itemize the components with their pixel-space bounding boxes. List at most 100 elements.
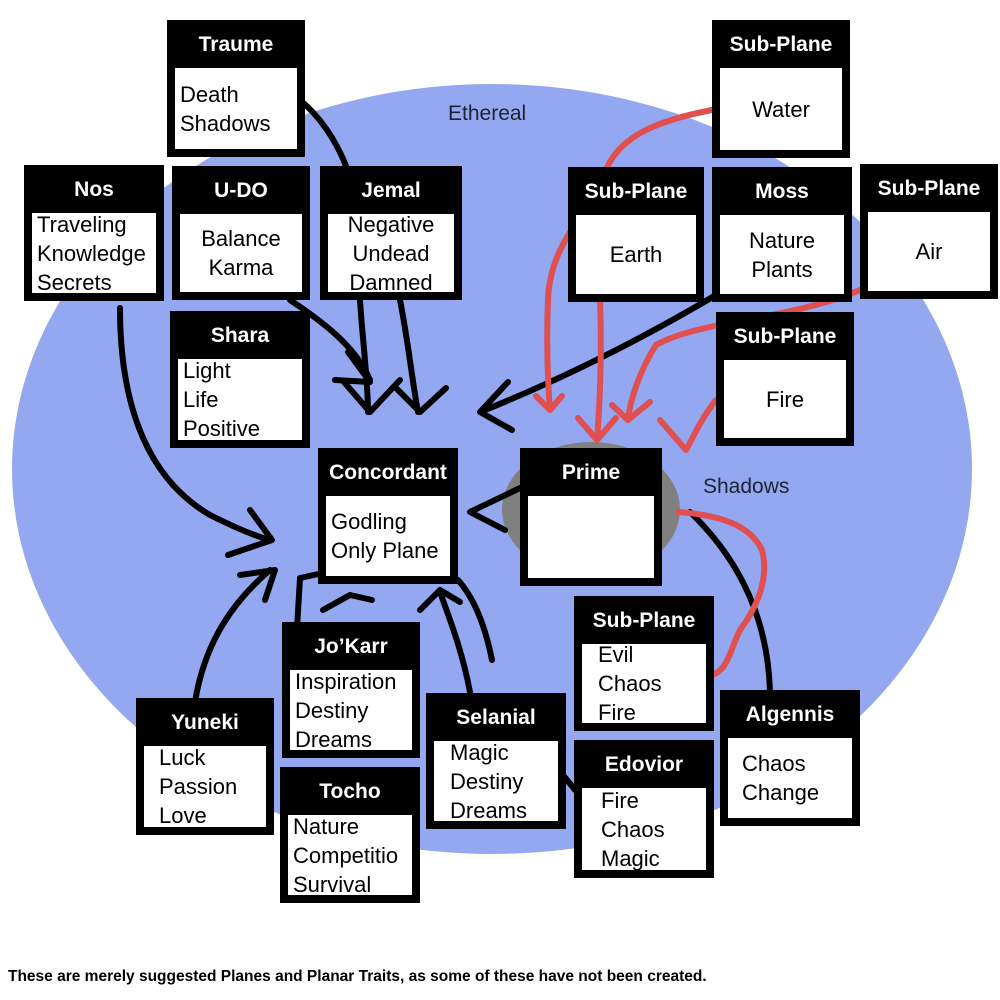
plane-shara-traits: Light Life Positive <box>178 359 302 440</box>
plane-sub-evil-traits: Evil Chaos Fire <box>582 644 706 723</box>
plane-concordant-title: Concordant <box>329 461 447 484</box>
plane-edovior-traits: Fire Chaos Magic <box>582 788 706 870</box>
trait: Godling <box>331 509 407 534</box>
trait: Undead <box>352 240 430 266</box>
plane-sub-evil: Sub-Plane Evil Chaos Fire <box>574 596 714 731</box>
trait: Nature <box>748 227 816 253</box>
plane-jokarr-title: Jo’Karr <box>314 635 388 658</box>
arrow-jemal-1 <box>341 297 403 415</box>
trait: Passion <box>159 774 238 799</box>
plane-prime: Prime <box>520 448 662 586</box>
plane-algennis-traits: Chaos Change <box>728 738 852 818</box>
plane-jokarr: Jo’Karr Inspiration Destiny Dreams <box>282 622 420 758</box>
trait: Nature <box>293 815 360 839</box>
plane-selanial: Selanial Magic Destiny Dreams <box>426 693 566 829</box>
plane-algennis-title: Algennis <box>745 703 835 726</box>
trait: Luck <box>159 746 206 770</box>
plane-jokarr-traits: Inspiration Destiny Dreams <box>290 670 412 750</box>
plane-sub-water-traits: Water <box>720 68 842 150</box>
plane-jemal: Jemal Negative Undead Damned <box>320 166 462 300</box>
plane-udo-traits: Balance Karma <box>180 214 302 292</box>
plane-edovior: Edovior Fire Chaos Magic <box>574 740 714 878</box>
arrow-prime <box>467 485 523 533</box>
plane-yuneki: Yuneki Luck Passion Love <box>136 698 274 835</box>
trait: Chaos <box>601 816 665 842</box>
trait: Chaos <box>742 751 806 776</box>
plane-prime-title: Prime <box>561 461 621 484</box>
plane-jemal-traits: Negative Undead Damned <box>328 214 454 292</box>
plane-sub-air: Sub-Plane Air <box>860 164 998 299</box>
arrow-yuneki <box>192 567 278 705</box>
trait: Earth <box>609 242 663 267</box>
plane-tocho-title: Tocho <box>319 780 381 803</box>
plane-sub-fire-traits: Fire <box>724 360 846 438</box>
plane-tocho-traits: Nature Competitio Survival <box>288 815 412 895</box>
plane-prime-traits <box>528 496 654 578</box>
plane-jemal-title: Jemal <box>361 179 421 202</box>
trait: Water <box>752 96 810 122</box>
plane-udo-title: U-DO <box>214 179 268 202</box>
trait: Magic <box>450 741 509 765</box>
trait: Dreams <box>295 726 373 751</box>
arrow-shadows <box>675 509 768 678</box>
arrow-earth <box>575 297 619 443</box>
plane-shara-title: Shara <box>210 324 270 347</box>
plane-tocho: Tocho Nature Competitio Survival <box>280 767 420 903</box>
trait: Karma <box>208 255 274 280</box>
trait: Traveling <box>37 213 127 237</box>
trait: Positive <box>183 416 261 440</box>
arrow-air <box>609 287 863 423</box>
plane-edovior-title: Edovior <box>604 753 684 776</box>
plane-traume: Traume Death Shadows <box>167 20 305 157</box>
trait: Magic <box>601 845 660 871</box>
trait: Life <box>183 387 219 412</box>
arrow-algennis <box>687 509 773 695</box>
trait: Only Plane <box>331 538 439 563</box>
arrow-fire <box>657 397 719 453</box>
arrow-jemal-2 <box>393 297 449 415</box>
trait: Plants <box>751 256 813 282</box>
plane-sub-earth-traits: Earth <box>576 215 696 294</box>
trait: Shadows <box>180 110 271 136</box>
plane-sub-water: Sub-Plane Water <box>712 20 850 158</box>
arrow-nos <box>117 305 275 558</box>
plane-moss-title: Moss <box>755 180 809 203</box>
plane-moss: Moss Nature Plants <box>712 167 852 302</box>
plane-sub-earth: Sub-Plane Earth <box>568 167 704 302</box>
trait: Light <box>183 359 231 383</box>
arrow-jokarr-1 <box>294 570 326 631</box>
trait: Negative <box>347 214 435 237</box>
plane-sub-fire: Sub-Plane Fire <box>716 312 854 446</box>
plane-concordant: Concordant Godling Only Plane <box>318 448 458 584</box>
plane-nos-traits: Traveling Knowledge Secrets <box>32 213 156 293</box>
arrow-jokarr-2 <box>320 592 375 613</box>
ethereal-label: Ethereal <box>448 102 527 125</box>
plane-yuneki-title: Yuneki <box>171 711 239 734</box>
plane-algennis: Algennis Chaos Change <box>720 690 860 826</box>
trait: Competitio <box>293 842 399 868</box>
trait: Love <box>159 803 207 827</box>
plane-moss-traits: Nature Plants <box>720 215 844 294</box>
arrow-selanial-2 <box>455 577 495 663</box>
trait: Dreams <box>450 797 528 822</box>
trait: Fire <box>601 788 639 813</box>
plane-sub-air-traits: Air <box>868 212 990 291</box>
plane-sub-fire-title: Sub-Plane <box>733 325 837 348</box>
plane-sub-water-title: Sub-Plane <box>729 33 833 56</box>
plane-selanial-traits: Magic Destiny Dreams <box>434 741 558 821</box>
plane-sub-earth-title: Sub-Plane <box>584 180 688 203</box>
plane-selanial-title: Selanial <box>456 706 536 729</box>
trait: Change <box>742 780 820 805</box>
trait: Fire <box>598 700 636 723</box>
plane-traume-traits: Death Shadows <box>175 68 297 149</box>
trait: Secrets <box>37 269 112 294</box>
trait: Knowledge <box>37 240 146 266</box>
plane-nos: Nos Traveling Knowledge Secrets <box>24 165 164 301</box>
plane-concordant-traits: Godling Only Plane <box>326 496 450 576</box>
plane-shara: Shara Light Life Positive <box>170 311 310 448</box>
plane-nos-title: Nos <box>74 178 114 201</box>
trait: Destiny <box>450 768 524 794</box>
trait: Death <box>180 81 239 107</box>
